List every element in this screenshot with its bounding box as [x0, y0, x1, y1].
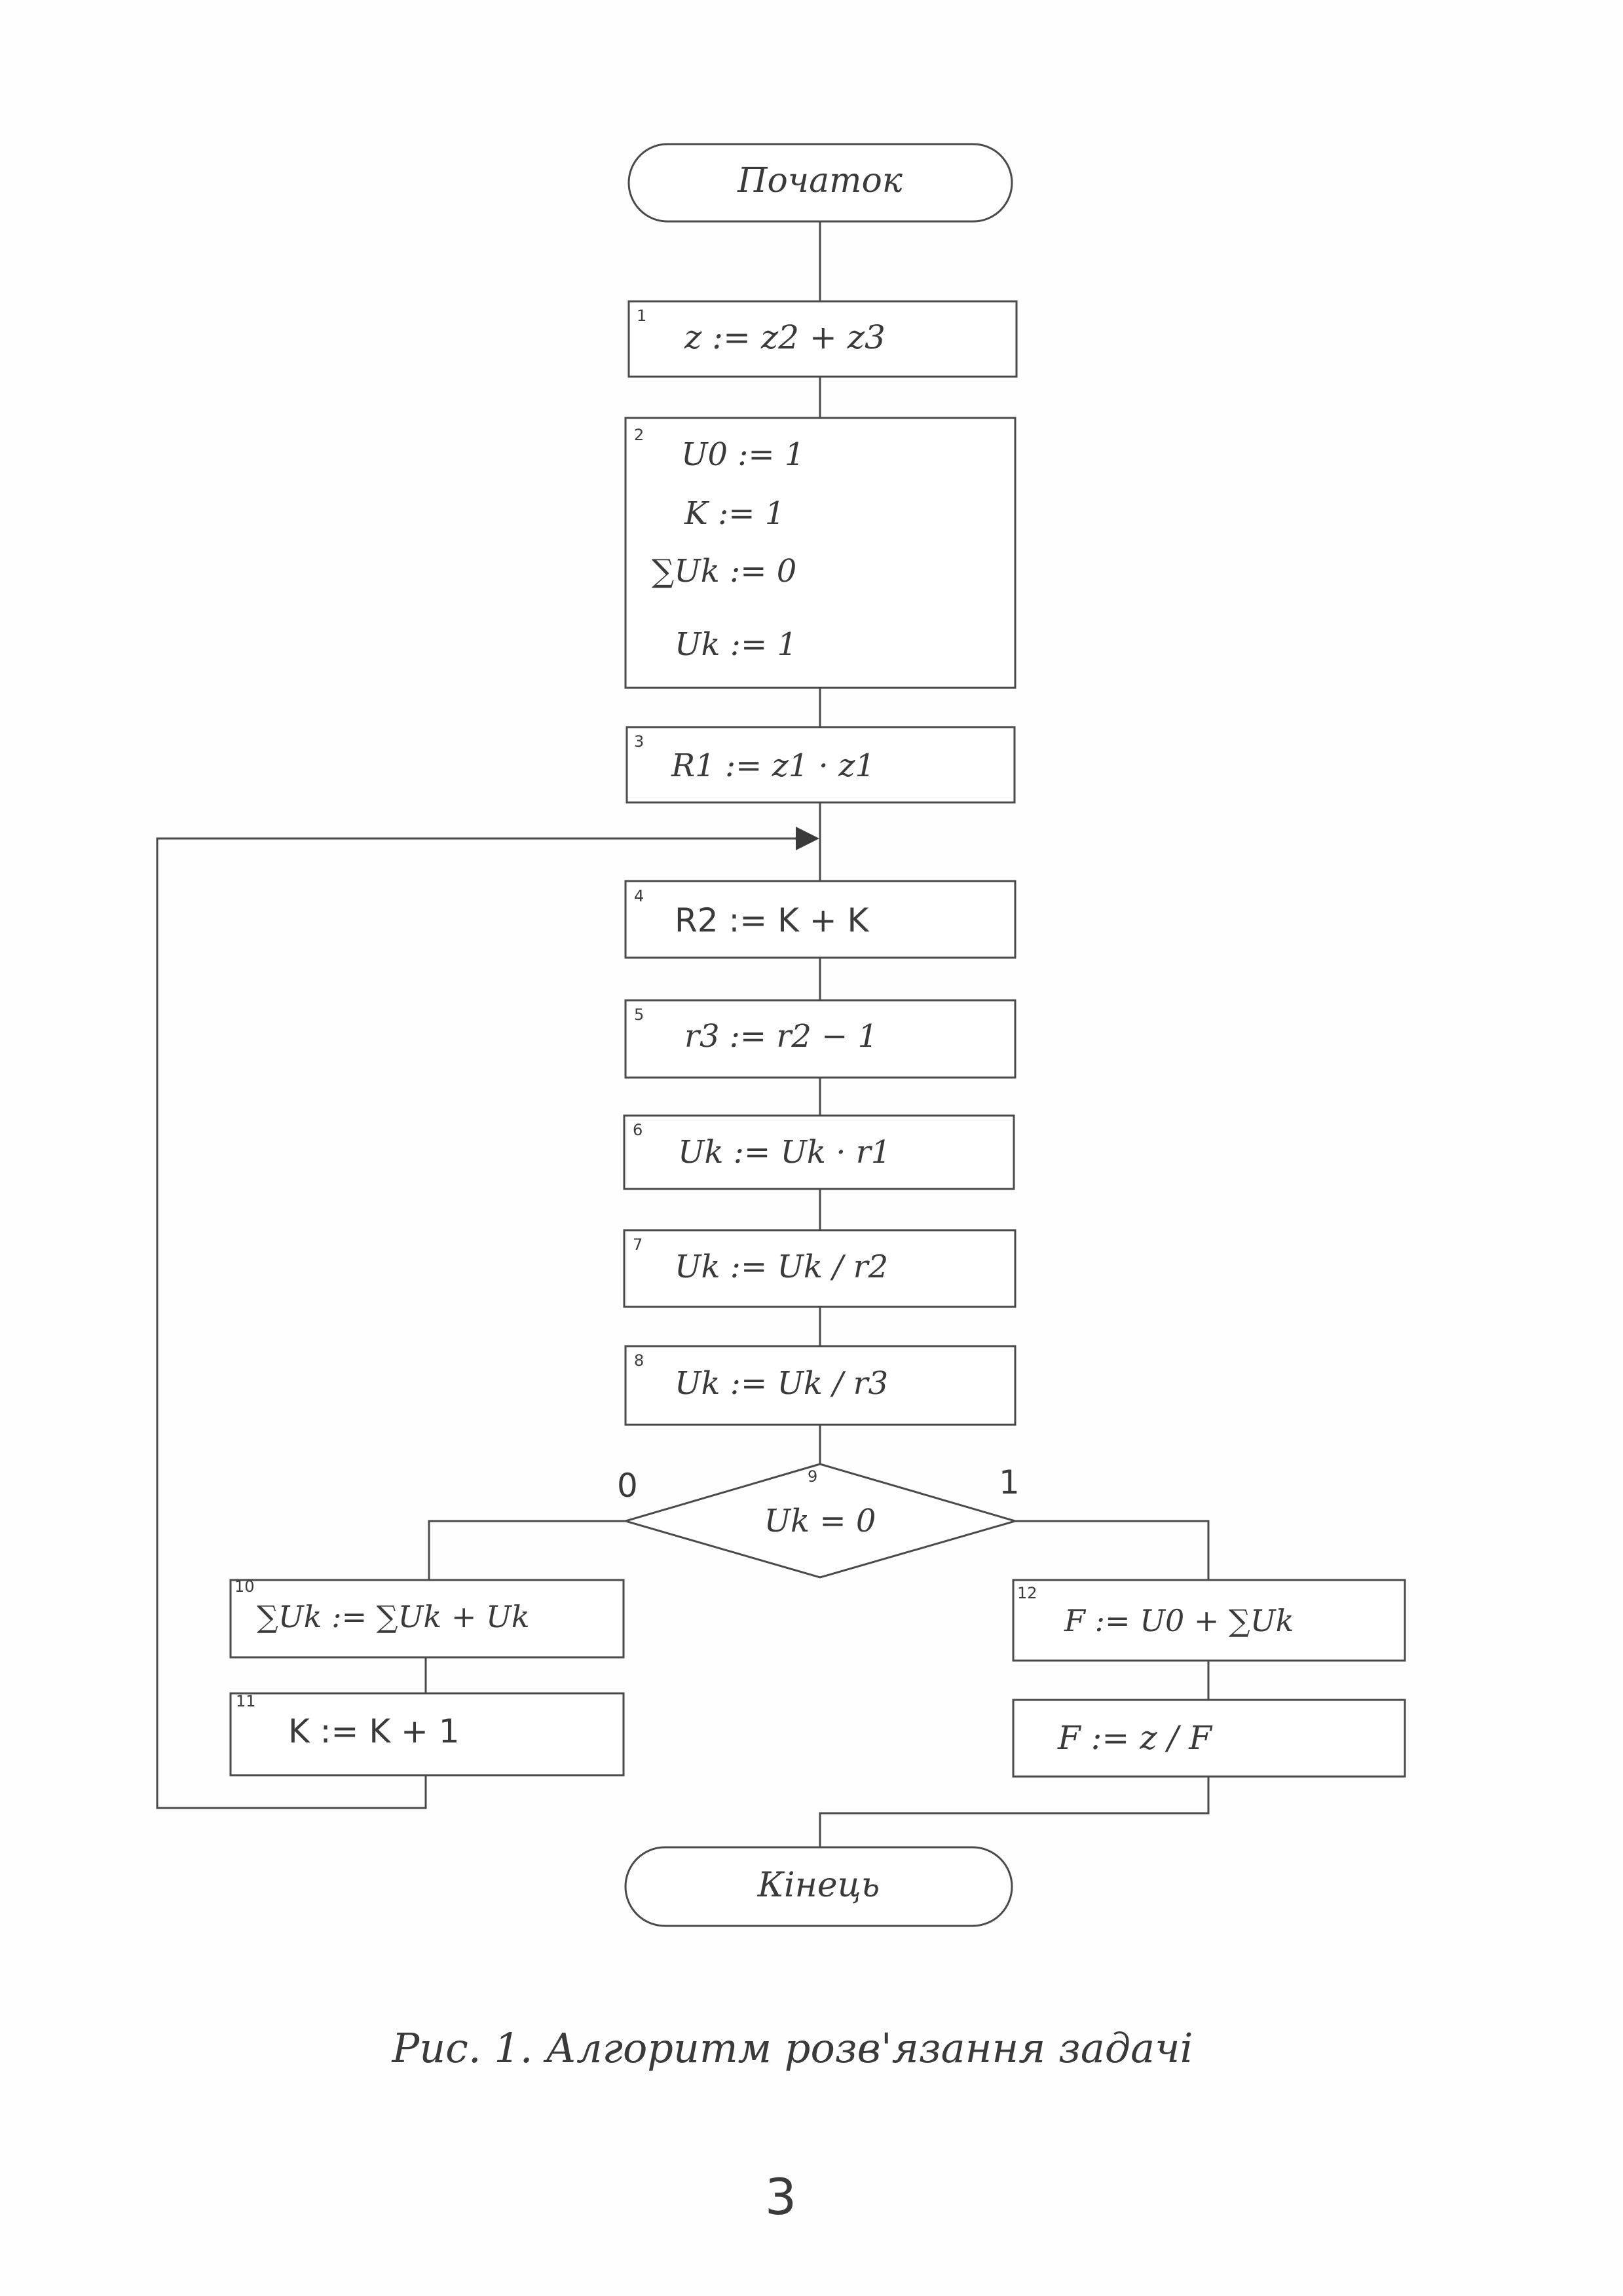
process-block-8: 8 Uk := Uk / r3 — [624, 1345, 1017, 1426]
block-text: F := U0 + ∑Uk — [1064, 1603, 1294, 1638]
block-text: Uk := Uk / r3 — [675, 1365, 888, 1402]
block-text: R1 := z1 · z1 — [671, 747, 875, 784]
decision-yes-label: 1 — [999, 1463, 1020, 1501]
block-number: 11 — [236, 1692, 256, 1710]
block-number: 1 — [637, 307, 646, 325]
process-block-10: 10 ∑Uk := ∑Uk + Uk — [229, 1577, 625, 1659]
process-block-1: 1 z := z2 + z3 — [627, 300, 1018, 378]
block-text: Uk := Uk · r1 — [678, 1134, 891, 1171]
block-text: R2 := K + K — [675, 901, 870, 939]
decision-diamond-9: 9 Uk = 0 0 1 — [617, 1463, 1020, 1579]
block-text: K := K + 1 — [288, 1712, 460, 1750]
process-block-5: 5 r3 := r2 − 1 — [624, 999, 1017, 1079]
figure-caption: Рис. 1. Алгоритм розв'язання задачі — [392, 2024, 1193, 2072]
decision-label: Uk = 0 — [764, 1503, 876, 1539]
block-text: F := z / F — [1057, 1719, 1213, 1757]
start-terminator: Початок — [627, 143, 1013, 223]
block-number: 10 — [234, 1577, 255, 1596]
start-label: Початок — [737, 161, 903, 200]
end-terminator: Кінець — [624, 1846, 1013, 1927]
page-number: 3 — [765, 2168, 796, 2226]
process-block-6: 6 Uk := Uk · r1 — [623, 1114, 1015, 1190]
process-block-13: F := z / F — [1012, 1699, 1406, 1778]
process-block-11: 11 K := K + 1 — [229, 1692, 625, 1777]
process-block-3: 3 R1 := z1 · z1 — [625, 726, 1016, 804]
block-text-line: ∑Uk := 0 — [652, 553, 796, 590]
decision-number: 9 — [808, 1467, 817, 1486]
connector-lines — [156, 221, 1210, 1847]
block-number: 4 — [634, 887, 644, 905]
connector-to-end — [819, 1777, 1210, 1847]
block-number: 8 — [634, 1351, 644, 1370]
block-text: r3 := r2 − 1 — [684, 1018, 878, 1055]
end-label: Кінець — [757, 1866, 880, 1905]
decision-no-label: 0 — [617, 1467, 638, 1505]
block-text-line: U0 := 1 — [681, 436, 804, 473]
block-number: 6 — [633, 1121, 643, 1139]
block-text-line: K := 1 — [684, 495, 785, 532]
branch-no-line — [428, 1520, 625, 1580]
process-block-12: 12 F := U0 + ∑Uk — [1012, 1579, 1406, 1662]
block-number: 12 — [1017, 1584, 1037, 1602]
loop-back-arrow — [156, 827, 819, 1809]
process-block-2: 2 U0 := 1 K := 1 ∑Uk := 0 Uk := 1 — [624, 417, 1017, 689]
process-block-4: 4 R2 := K + K — [624, 880, 1017, 959]
branch-yes-line — [1015, 1520, 1210, 1580]
block-number: 3 — [634, 732, 644, 751]
block-text-line: Uk := 1 — [675, 626, 797, 663]
block-text: Uk := Uk / r2 — [675, 1249, 888, 1285]
block-number: 2 — [634, 426, 644, 444]
block-number: 7 — [633, 1235, 643, 1254]
block-text: z := z2 + z3 — [684, 318, 886, 356]
process-block-7: 7 Uk := Uk / r2 — [623, 1229, 1017, 1308]
block-text: ∑Uk := ∑Uk + Uk — [257, 1599, 530, 1634]
block-number: 5 — [634, 1006, 644, 1024]
